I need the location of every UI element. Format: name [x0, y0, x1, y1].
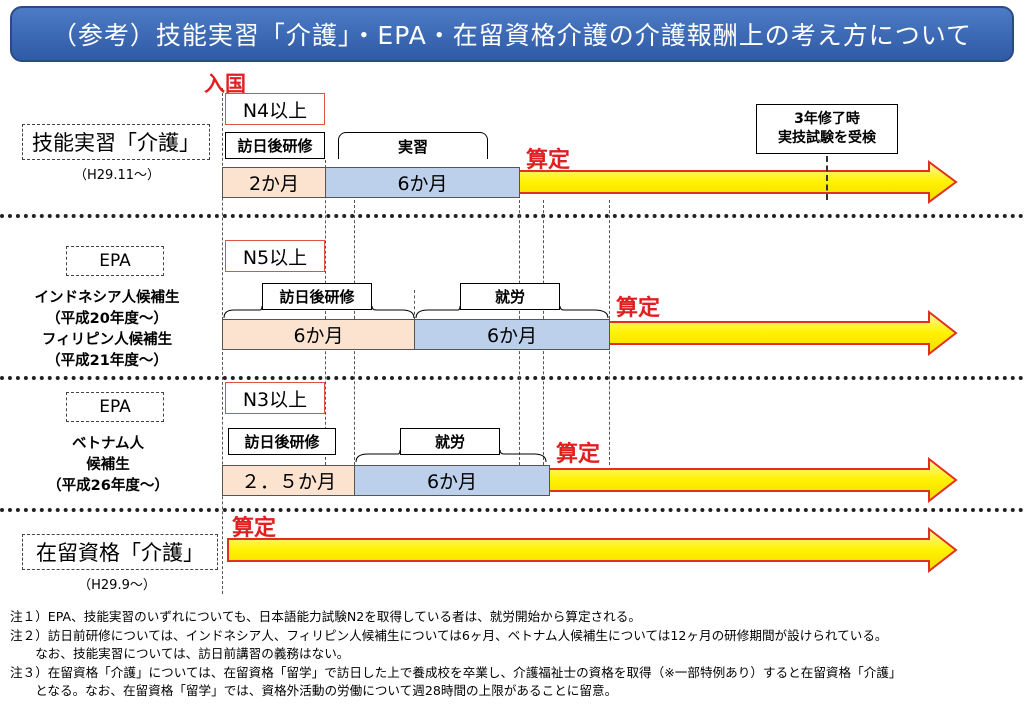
- footnote: 注２）訪日前研修については、インドネシア人、フィリピン人候補生については6ヶ月、…: [10, 627, 888, 643]
- santei-arrow-ginou: [518, 160, 958, 204]
- footnote: 注３）在留資格「介護」については、在留資格「留学」で訪日した上で養成校を卒業し、…: [10, 664, 902, 680]
- row-separator: [0, 214, 1024, 218]
- footnote: なお、技能実習については、訪日前講習の義務はない。: [10, 646, 350, 661]
- row-separator: [0, 376, 1024, 380]
- bar-pretraining-ginou: 2か月: [222, 167, 326, 198]
- row-tag-epa-indo: EPA: [66, 246, 164, 276]
- santei-label-ginou: 算定: [526, 148, 571, 173]
- bar-shuro-epa-indo: 6か月: [414, 319, 610, 350]
- phase-label-pretraining: 訪日後研修: [228, 428, 336, 455]
- language-level-epa-indo: N5以上: [225, 240, 325, 272]
- page-title: （参考）技能実習「介護」・EPA・在留資格介護の介護報酬上の考え方について: [10, 6, 1014, 62]
- phase-brackets: [223, 305, 609, 319]
- phase-label-shuro: 就労: [460, 283, 560, 310]
- row-tag-epa-viet: EPA: [66, 392, 164, 422]
- santei-label-zairyu: 算定: [232, 516, 277, 541]
- row-separator: [0, 508, 1024, 512]
- row-label-zairyu: 在留資格「介護」: [22, 534, 218, 570]
- bar-jisshu-ginou: 6か月: [325, 167, 520, 198]
- bar-shuro-epa-viet: 6か月: [354, 465, 550, 496]
- footnote: 注１）EPA、技能実習のいずれについても、日本語能力試験N2を取得している者は、…: [10, 609, 641, 624]
- exam-callout: 3年修了時 実技試験を受検: [756, 104, 898, 154]
- bar-pretraining-epa-indo: 6か月: [222, 319, 415, 350]
- entry-label: 入国: [204, 72, 246, 96]
- bar-pretraining-epa-viet: ２．５か月: [222, 465, 355, 496]
- phase-label-jisshu: 実習: [338, 132, 488, 159]
- row-desc-epa-indo: インドネシア人候補生 （平成20年度～） フィリピン人候補生 （平成21年度～）: [34, 290, 180, 369]
- footnote: となる。なお、在留資格「留学」では、資格外活動の労働について週28時間の上限があ…: [10, 683, 618, 698]
- guide-line: [414, 290, 415, 320]
- santei-arrow-epa-viet: [548, 456, 958, 504]
- footnotes: 注１）EPA、技能実習のいずれについても、日本語能力試験N2を取得している者は、…: [10, 608, 1020, 701]
- santei-label-epa-indo: 算定: [616, 296, 661, 321]
- exam-marker-line: [826, 156, 828, 200]
- row-label-ginou: 技能実習「介護」: [22, 124, 210, 160]
- row-since-zairyu: （H29.9～）: [78, 578, 156, 593]
- santei-arrow-epa-indo: [608, 309, 958, 357]
- language-level-ginou: N4以上: [225, 93, 325, 125]
- phase-brackets: [355, 449, 547, 463]
- row-since-ginou: （H29.11～）: [74, 168, 160, 183]
- language-level-epa-viet: N3以上: [225, 382, 325, 414]
- guide-line: [325, 160, 326, 465]
- phase-label-pretraining: 訪日後研修: [225, 132, 325, 159]
- row-desc-epa-viet: ベトナム人 候補生 （平成26年度～）: [47, 436, 169, 494]
- phase-label-shuro: 就労: [400, 428, 500, 455]
- santei-arrow-zairyu: [227, 526, 958, 574]
- santei-label-epa-viet: 算定: [556, 442, 601, 467]
- phase-label-pretraining: 訪日後研修: [262, 283, 372, 310]
